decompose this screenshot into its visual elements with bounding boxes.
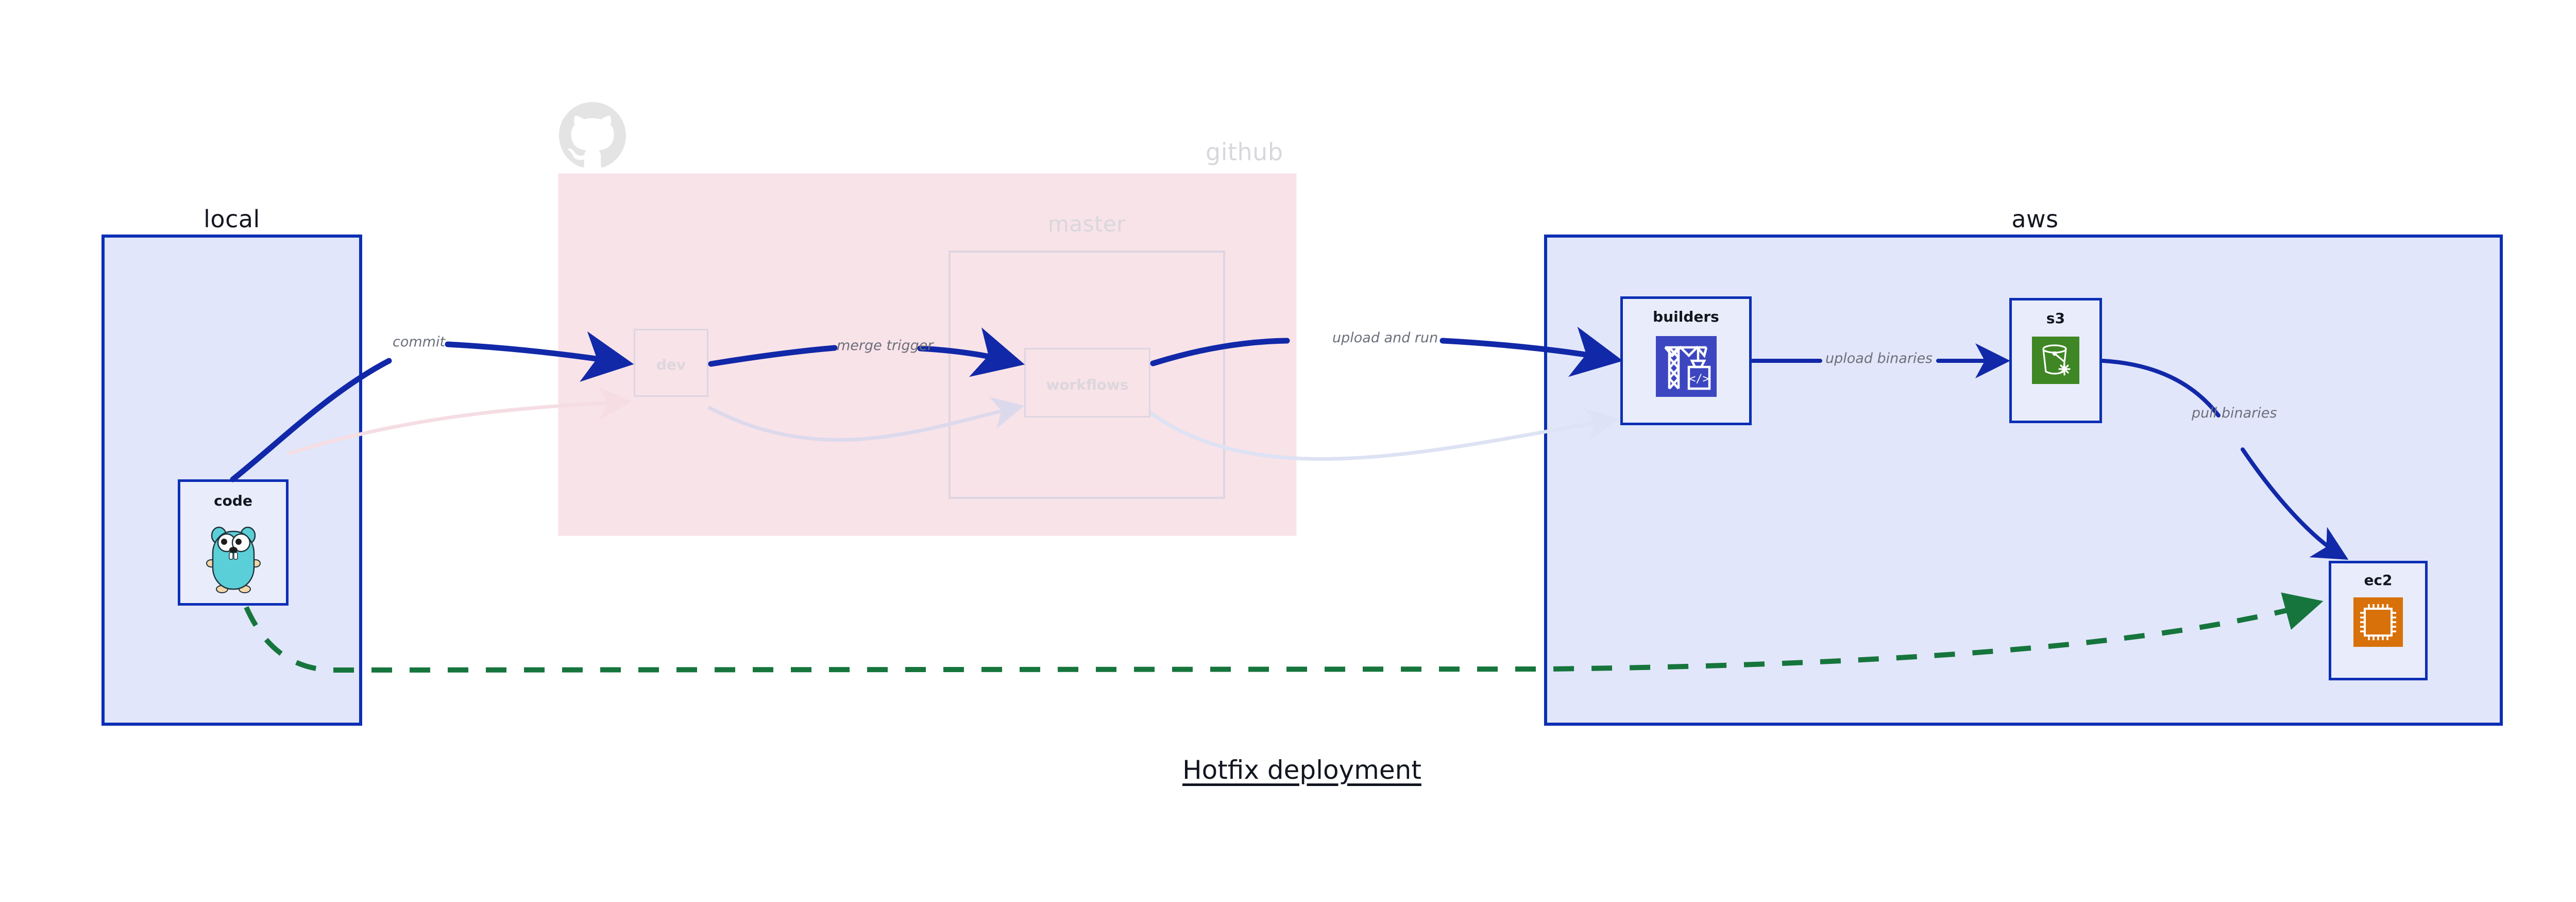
edge-label-commit: commit xyxy=(393,334,446,350)
aws-ec2-chip-icon xyxy=(2353,597,2403,647)
edge-workflows-builders-seg2 xyxy=(1439,326,1623,377)
container-label-master: master xyxy=(1047,211,1126,237)
container-rect-master[interactable] xyxy=(948,250,1225,499)
edge-code-ec2-dashed xyxy=(244,592,2324,673)
edge-label-merge-trigger: merge trigger xyxy=(837,338,934,354)
node-label-code: code xyxy=(214,492,252,509)
faded-edge-code-dev xyxy=(287,387,632,456)
edge-s3-ec2-seg1 xyxy=(2101,359,2221,417)
group-label-local: local xyxy=(204,205,260,233)
group-label-aws: aws xyxy=(2011,205,2059,233)
node-label-dev: dev xyxy=(656,356,686,373)
node-workflows[interactable]: workflows xyxy=(1024,348,1150,417)
node-label-s3: s3 xyxy=(2046,310,2065,327)
node-dev[interactable]: dev xyxy=(634,329,708,397)
go-gopher-icon xyxy=(202,522,264,594)
faded-edge-dev-workflows xyxy=(707,397,1025,442)
node-label-builders: builders xyxy=(1653,308,1719,325)
faded-edge-workflows-builders xyxy=(1148,408,1619,461)
edge-dev-workflows-seg2 xyxy=(917,327,1025,377)
edge-label-upload-binaries: upload binaries xyxy=(1825,350,1933,366)
group-label-github: github xyxy=(1206,138,1283,166)
edge-workflows-builders-seg1 xyxy=(1150,338,1290,366)
edge-code-dev-seg2 xyxy=(445,331,634,382)
aws-codebuild-icon: </> xyxy=(1655,336,1717,397)
node-label-ec2: ec2 xyxy=(2364,572,2393,589)
diagram-title: Hotfix deployment xyxy=(1182,755,1421,785)
edge-dev-workflows-seg1 xyxy=(708,345,838,367)
aws-s3-bucket-icon xyxy=(2032,337,2079,384)
edge-code-dev-seg1 xyxy=(230,358,392,482)
github-octocat-icon xyxy=(559,102,626,169)
node-builders[interactable]: builders </> xyxy=(1620,296,1752,425)
edge-label-pull-binaries: pull binaries xyxy=(2192,405,2277,421)
edge-s3-ec2-seg2 xyxy=(2241,447,2349,560)
edge-label-upload-and-run: upload and run xyxy=(1332,330,1438,346)
node-ec2[interactable]: ec2 xyxy=(2329,561,2428,680)
node-s3[interactable]: s3 xyxy=(2009,298,2102,423)
node-label-workflows: workflows xyxy=(1046,376,1129,393)
node-code[interactable]: code xyxy=(178,479,289,606)
svg-text:</>: </> xyxy=(1689,373,1709,386)
